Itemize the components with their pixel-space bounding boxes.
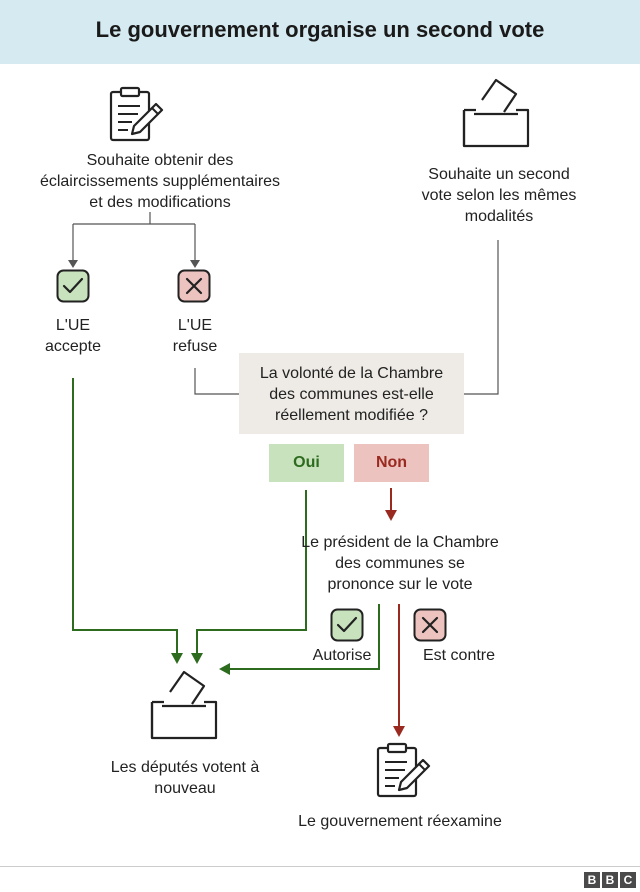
clipboard-icon — [109, 86, 164, 142]
bbc-logo-letter: B — [584, 872, 600, 888]
node-gov-reviews: Le gouvernement réexamine — [298, 813, 502, 830]
cross-icon — [413, 608, 447, 642]
arrowhead-against-review — [393, 726, 405, 737]
oui-to-vote — [196, 490, 307, 656]
label-authorizes: Autorise — [312, 647, 372, 664]
arrowhead-authorize-vote — [219, 663, 230, 675]
node-speaker: Le président de la Chambre des communes … — [301, 534, 499, 593]
check-icon — [56, 269, 90, 303]
clipboard-icon — [376, 742, 431, 798]
question-box: La volonté de la Chambre des communes es… — [239, 353, 464, 434]
cross-icon — [177, 269, 211, 303]
arrowhead-refuse — [190, 260, 200, 268]
answer-yes: Oui — [269, 444, 344, 482]
arrowhead-accept-vote — [171, 653, 183, 664]
node-question: La volonté de la Chambre des communes es… — [259, 365, 444, 424]
node-clarifications: Souhaite obtenir des éclaircissements su… — [39, 152, 281, 211]
page-title: Le gouvernement organise un second vote — [95, 17, 545, 42]
accept-to-vote — [72, 378, 178, 656]
arrowhead-accept — [68, 260, 78, 268]
answer-no: Non — [354, 444, 429, 482]
node-second-vote: Souhaite un second vote selon les mêmes … — [421, 166, 577, 225]
footer-divider — [0, 866, 640, 867]
authorize-to-vote — [228, 604, 380, 670]
ballot-box-icon — [462, 78, 530, 148]
ballot-box-icon — [150, 670, 218, 740]
arrowhead-non-speaker — [385, 510, 397, 521]
arrowhead-oui-vote — [191, 653, 203, 664]
node-eu-refuses: L'UE refuse — [172, 317, 218, 355]
secondvote-to-question — [464, 240, 499, 395]
header-banner: Le gouvernement organise un second vote — [0, 0, 640, 64]
label-against: Est contre — [422, 647, 496, 664]
bbc-logo-letter: C — [620, 872, 636, 888]
check-icon — [330, 608, 364, 642]
split-connector — [72, 212, 196, 262]
refuse-to-question — [194, 368, 239, 395]
node-eu-accepts: L'UE accepte — [44, 317, 102, 355]
node-mps-vote: Les députés votent à nouveau — [110, 759, 260, 797]
bbc-logo: B B C — [584, 872, 636, 888]
bbc-logo-letter: B — [602, 872, 618, 888]
